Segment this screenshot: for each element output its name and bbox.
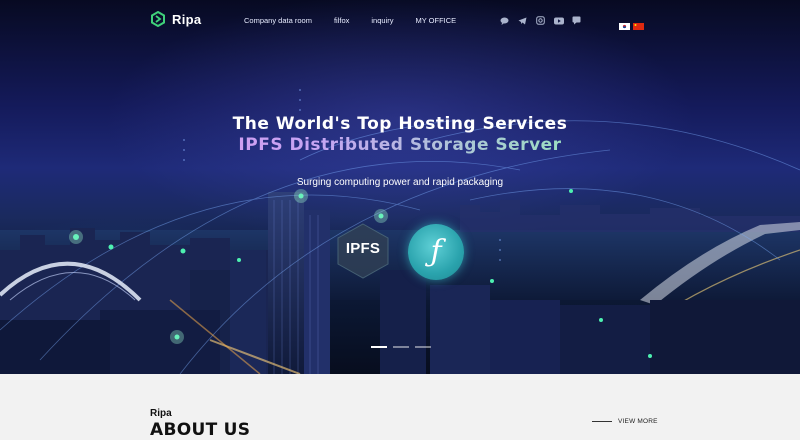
instagram-icon[interactable]	[535, 15, 546, 26]
about-brand-label: Ripa	[150, 408, 172, 419]
nav-filfox[interactable]: filfox	[333, 16, 350, 25]
city-background	[0, 89, 800, 374]
nav-inquiry[interactable]: inquiry	[371, 16, 394, 25]
hero-banner: Ripa Company data room filfox inquiry MY…	[0, 0, 800, 374]
filecoin-symbol: ƒ	[430, 234, 442, 269]
view-more-label: VIEW MORE	[618, 418, 658, 425]
social-links	[499, 15, 582, 26]
nav-my-office[interactable]: MY OFFICE	[415, 16, 457, 25]
main-nav: Company data room filfox inquiry MY OFFI…	[244, 16, 478, 25]
view-more-line	[592, 421, 612, 422]
about-section: Ripa ABOUT US VIEW MORE	[0, 374, 800, 440]
hero-tagline: Surging computing power and rapid packag…	[296, 177, 504, 188]
telegram-icon[interactable]	[517, 15, 528, 26]
chat-icon[interactable]	[499, 15, 510, 26]
china-flag-icon[interactable]	[633, 17, 644, 30]
korea-flag-icon[interactable]	[619, 17, 630, 30]
slider-pagination	[371, 346, 431, 348]
slide-dot-2[interactable]	[393, 346, 409, 348]
nav-company-data-room[interactable]: Company data room	[244, 16, 312, 25]
ipfs-label: IPFS	[345, 240, 381, 257]
hero-headline: The World's Top Hosting Services	[232, 114, 568, 134]
hero-subheadline: IPFS Distributed Storage Server	[0, 135, 800, 155]
ipfs-hexagon-icon	[337, 223, 389, 279]
about-title: ABOUT US	[150, 420, 251, 440]
slide-dot-1[interactable]	[371, 346, 387, 348]
ripa-logo[interactable]: Ripa	[150, 11, 201, 27]
ripa-logo-icon	[151, 11, 165, 27]
logo-text: Ripa	[172, 11, 202, 27]
language-selector	[619, 17, 644, 30]
view-more-link[interactable]: VIEW MORE	[592, 418, 658, 425]
message-icon[interactable]	[571, 15, 582, 26]
slide-dot-3[interactable]	[415, 346, 431, 348]
filecoin-icon: ƒ	[408, 224, 464, 280]
youtube-icon[interactable]	[553, 15, 564, 26]
